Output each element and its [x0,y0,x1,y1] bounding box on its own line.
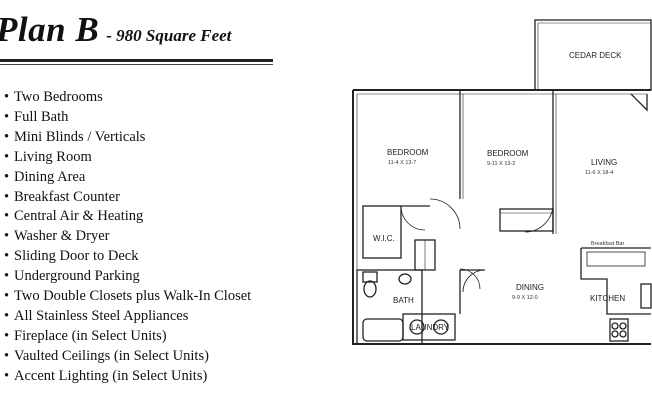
outer-wall [352,90,651,345]
feature-item: •Accent Lighting (in Select Units) [4,367,208,384]
feature-item: •Breakfast Counter [4,188,120,205]
feature-item: •Sliding Door to Deck [4,248,139,265]
floor-plan: CEDAR DECK BEDROOM 11-4 X 13-7 BEDROOM 9… [345,14,652,374]
feature-item: •Two Double Closets plus Walk-In Closet [4,288,252,305]
laundry-label: LAUNDRY [411,323,450,332]
closet [499,208,554,232]
feature-item: •Mini Blinds / Verticals [4,128,146,145]
title-rule-thin [0,64,273,65]
deck-label: CEDAR DECK [569,51,622,60]
walk-in-closet [362,205,402,259]
feature-item: •Vaulted Ceilings (in Select Units) [4,347,209,364]
feature-list: •Two Bedrooms •Full Bath •Mini Blinds / … [4,88,251,387]
feature-item: •Dining Area [4,168,86,185]
feature-item: •Two Bedrooms [4,89,103,105]
wic-label: W.I.C. [373,234,395,243]
bedroom-2-label: BEDROOM [487,149,529,158]
feature-item: •Full Bath [4,108,69,125]
square-feet: - 980 Square Feet [106,26,232,45]
dining-size: 9-9 X 12-0 [512,295,538,301]
feature-item: •All Stainless Steel Appliances [4,307,189,324]
dining-label: DINING [516,283,544,292]
floor-plan-drawing: CEDAR DECK BEDROOM 11-4 X 13-7 BEDROOM 9… [352,19,652,345]
feature-item: •Living Room [4,148,92,165]
living-size: 11-6 X 18-4 [585,170,613,176]
bedroom-1-size: 11-4 X 13-7 [388,160,416,166]
feature-item: •Fireplace (in Select Units) [4,327,167,344]
feature-item: •Washer & Dryer [4,228,110,245]
bath-label: BATH [393,296,414,305]
feature-item: •Underground Parking [4,268,140,285]
plan-name: Plan B [0,10,100,49]
title-rule-thick [0,59,273,62]
living-label: LIVING [591,158,617,167]
bedroom-2-size: 9-11 X 13-2 [487,161,515,167]
bath-room [356,269,423,345]
breakfast-bar-label: Breakfast Bar [591,241,624,247]
plan-title: Plan B - 980 Square Feet [0,10,231,50]
feature-item: •Central Air & Heating [4,208,144,225]
bedroom-1-label: BEDROOM [387,148,429,157]
kitchen-label: KITCHEN [590,294,625,303]
laundry-area [402,313,456,341]
